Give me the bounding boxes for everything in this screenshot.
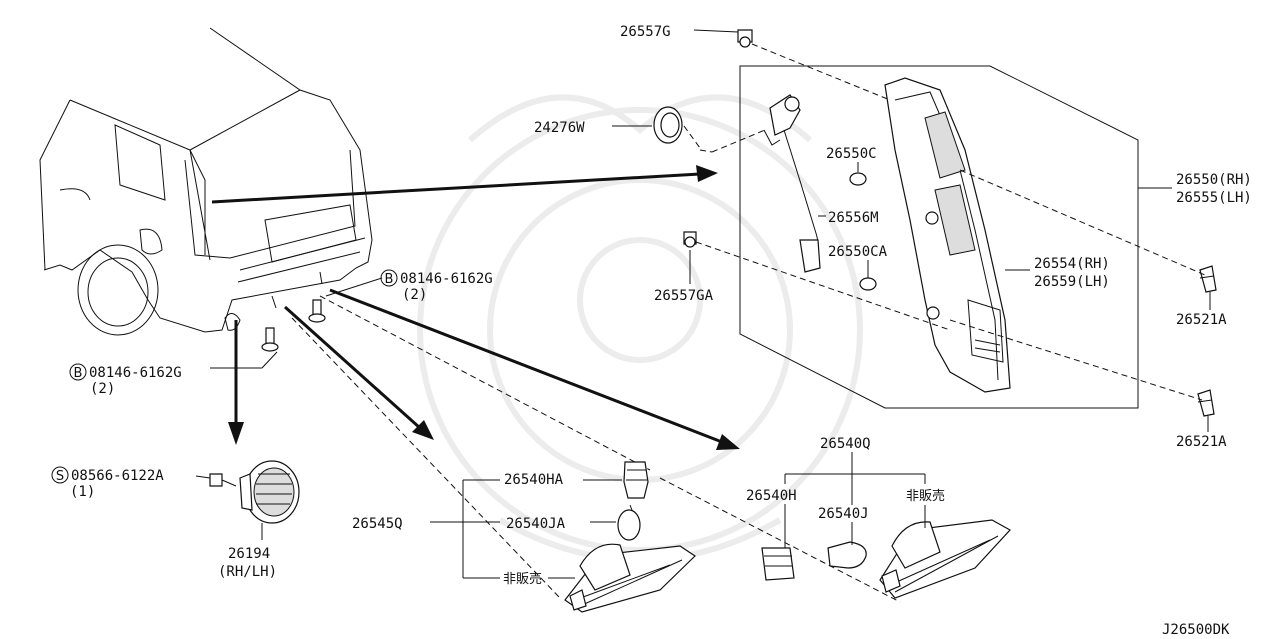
bolt-marker-left-letter: B (74, 366, 83, 381)
rear-reflex-lamp-left (564, 543, 696, 613)
vehicle-rear-illustration (39, 27, 373, 336)
label-26557GA: 26557GA (654, 288, 714, 304)
bulb-26550CA (859, 277, 877, 291)
clip-26557GA (683, 231, 697, 248)
bulb-26550C (849, 172, 867, 186)
bulb-26540JA (617, 504, 641, 541)
label-26521A-bottom: 26521A (1176, 434, 1227, 450)
label-26521A-top: 26521A (1176, 312, 1227, 328)
rear-reflex-lamp-right (879, 519, 1011, 599)
bulb-26540J (827, 541, 867, 569)
label-26540Q: 26540Q (820, 436, 871, 452)
label-bolt-right-qty: (2) (402, 287, 427, 303)
diagram-code: J26500DK (1162, 622, 1230, 638)
label-26550C: 26550C (826, 146, 877, 162)
label-24276W: 24276W (534, 120, 585, 136)
bolt-marker-left (69, 363, 87, 381)
side-marker-screw (209, 473, 237, 487)
socket-26540HA (623, 461, 649, 499)
rear-lamp-housing (884, 77, 1011, 393)
label-26194-side: (RH/LH) (218, 564, 277, 580)
label-26557G: 26557G (620, 24, 671, 40)
label-26194: 26194 (228, 546, 270, 562)
label-bolt-left-qty: (2) (90, 381, 115, 397)
label-bolt-right: 08146-6162G (400, 271, 493, 287)
grommet-24276W (653, 106, 683, 144)
bumper-bolt-left (261, 327, 279, 352)
label-26540H: 26540H (746, 488, 797, 504)
label-screw-qty: (1) (70, 484, 95, 500)
label-26540HA: 26540HA (504, 472, 564, 488)
label-26555-lh: 26555(LH) (1176, 190, 1252, 206)
label-bolt-left: 08146-6162G (89, 365, 182, 381)
label-26556M: 26556M (828, 210, 879, 226)
bolt-marker-right (380, 269, 398, 287)
label-not-sold-right: 非販売 (906, 488, 945, 504)
socket-26540H (761, 547, 795, 581)
clip-26557G (737, 29, 753, 48)
screw-26521A-top (1199, 265, 1217, 293)
screw-marker (51, 466, 69, 484)
label-26540J: 26540J (818, 506, 869, 522)
side-marker-lamp-26194 (239, 460, 300, 524)
screw-26521A-bottom (1197, 389, 1215, 417)
lamp-wire-harness (763, 94, 821, 273)
location-arrows (211, 165, 740, 450)
label-26540JA: 26540JA (506, 516, 566, 532)
label-not-sold-left: 非販売 (503, 571, 542, 587)
label-26550-rh: 26550(RH) (1176, 172, 1252, 188)
label-26545Q: 26545Q (352, 516, 403, 532)
screw-marker-letter: S (56, 469, 64, 484)
bolt-marker-right-letter: B (385, 272, 394, 287)
label-26559-lh: 26559(LH) (1034, 274, 1110, 290)
bumper-bolt-right (308, 299, 326, 323)
label-26554-rh: 26554(RH) (1034, 256, 1110, 272)
label-26550CA: 26550CA (828, 244, 888, 260)
rear-lamp-callout-box (739, 65, 1139, 409)
label-screw: 08566-6122A (71, 468, 164, 484)
